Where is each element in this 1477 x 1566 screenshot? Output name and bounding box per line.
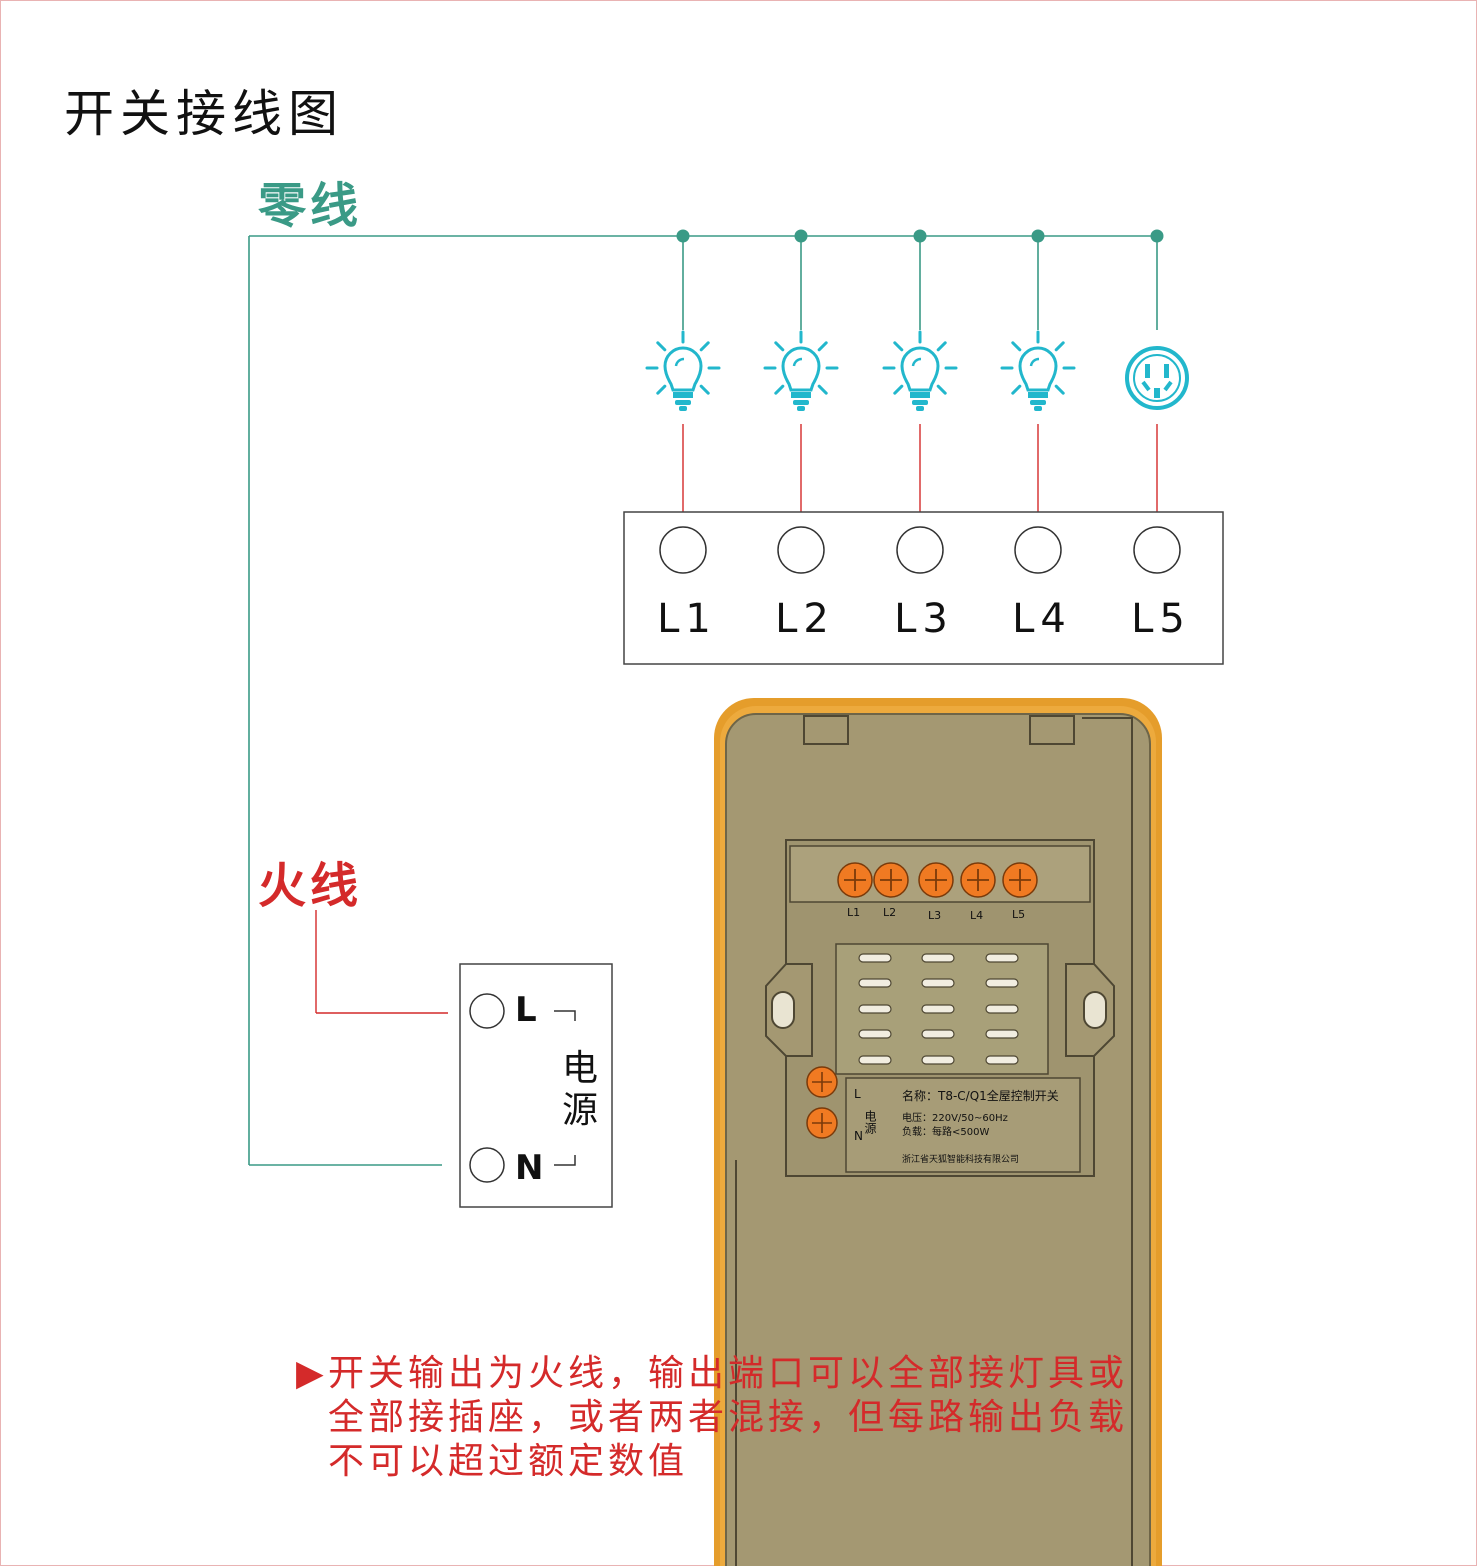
terminal-label-l5: L5 — [1131, 596, 1191, 642]
device-company: 浙江省天狐智能科技有限公司 — [902, 1153, 1019, 1165]
power-bracket-top — [554, 1010, 576, 1021]
terminal-label-l3: L3 — [894, 596, 954, 642]
device-terminal-label: L5 — [1012, 908, 1025, 921]
mount-slot-right — [1083, 991, 1107, 1029]
vent-slot — [985, 978, 1019, 988]
device-terminal-cross — [925, 869, 947, 891]
neutral-junctions — [676, 229, 1164, 330]
vent-slot — [985, 953, 1019, 963]
terminal-screw — [1014, 526, 1062, 574]
power-source-label: 电源 — [562, 1048, 599, 1131]
power-n-screw — [469, 1147, 505, 1183]
terminal-label-l4: L4 — [1012, 596, 1072, 642]
vent-slot — [921, 1029, 955, 1039]
power-bracket-bottom — [554, 1155, 576, 1166]
device-power-n-label: N — [854, 1129, 863, 1143]
vent-slot — [858, 978, 892, 988]
device-power-name-text: 电源 — [863, 1110, 877, 1135]
panel-rib-right — [1082, 717, 1133, 1566]
terminal-screws — [659, 526, 1181, 574]
device-terminal-cross — [844, 869, 866, 891]
device-terminal-label: L4 — [970, 909, 983, 922]
neutral-wire-label: 零线 — [258, 178, 363, 234]
device-power-l-label: L — [854, 1087, 861, 1101]
note-line: 开关输出为火线，输出端口可以全部接灯具或 — [328, 1353, 1129, 1394]
load-icons — [645, 330, 1189, 411]
load-to-terminal-wires — [682, 424, 1158, 524]
neutral-wiring — [248, 235, 1157, 1166]
bulb-icon — [645, 330, 721, 411]
vent-slot — [858, 1004, 892, 1014]
vent-slot — [985, 1029, 1019, 1039]
device-terminal-label: L3 — [928, 909, 941, 922]
note-line: 不可以超过额定数值 — [328, 1441, 689, 1482]
vent-slot — [921, 953, 955, 963]
terminal-screw — [1133, 526, 1181, 574]
terminal-screw — [777, 526, 825, 574]
device-load-line: 负载：每路<500W — [902, 1125, 989, 1138]
terminal-screw — [896, 526, 944, 574]
device-power-name: 电源 — [863, 1110, 877, 1135]
device-terminal-cross — [967, 869, 989, 891]
device-power-n-cross — [812, 1113, 832, 1133]
live-wire-label: 火线 — [258, 858, 363, 914]
mount-slot-left — [771, 991, 795, 1029]
power-l-label: L — [515, 990, 537, 1030]
vent-slot — [921, 1004, 955, 1014]
panel-clip-tl — [803, 715, 849, 745]
device-voltage-line: 电压：220V/50~60Hz — [902, 1111, 1008, 1124]
device-terminal-label: L1 — [847, 906, 860, 919]
socket-icon — [1125, 346, 1189, 410]
terminal-label-l1: L1 — [657, 596, 717, 642]
power-n-label: N — [515, 1148, 544, 1188]
device-name-line: 名称：T8-C/Q1全屋控制开关 — [902, 1088, 1059, 1103]
terminal-screw — [659, 526, 707, 574]
vent-slot — [985, 1004, 1019, 1014]
device-output-terminals: L1 L2 L3 L4 L5 — [837, 862, 1038, 922]
bulb-icon — [882, 330, 958, 411]
label-plate — [845, 1077, 1081, 1173]
note-line: 全部接插座，或者两者混接，但每路输出负载 — [328, 1397, 1129, 1438]
device-terminal-label: L2 — [883, 906, 896, 919]
bulb-icon — [1000, 330, 1076, 411]
live-wiring — [315, 910, 448, 1014]
vent-slot — [858, 953, 892, 963]
device-power-l-cross — [812, 1072, 832, 1092]
note-text: 开关输出为火线，输出端口可以全部接灯具或全部接插座，或者两者混接，但每路输出负载… — [328, 1352, 1228, 1484]
device-power-terminals — [806, 1066, 838, 1139]
vent-slot — [858, 1055, 892, 1065]
power-l-screw — [469, 993, 505, 1029]
vent-slots — [858, 953, 1019, 1065]
bulb-icon — [763, 330, 839, 411]
vent-slot — [921, 1055, 955, 1065]
page-title: 开关接线图 — [64, 85, 344, 143]
panel-clip-tr — [1029, 715, 1075, 745]
vent-slot — [985, 1055, 1019, 1065]
terminal-label-l2: L2 — [775, 596, 835, 642]
device-terminal-cross — [1009, 869, 1031, 891]
note-arrow-icon: ▶ — [296, 1353, 328, 1394]
device-terminal-cross — [880, 869, 902, 891]
switch-back-panel: L1 L2 L3 L4 L5 L N 电源 名称：T8-C/Q1全屋控制开关 电压：22… — [714, 698, 1162, 1566]
vent-slot — [921, 978, 955, 988]
vent-slot — [858, 1029, 892, 1039]
